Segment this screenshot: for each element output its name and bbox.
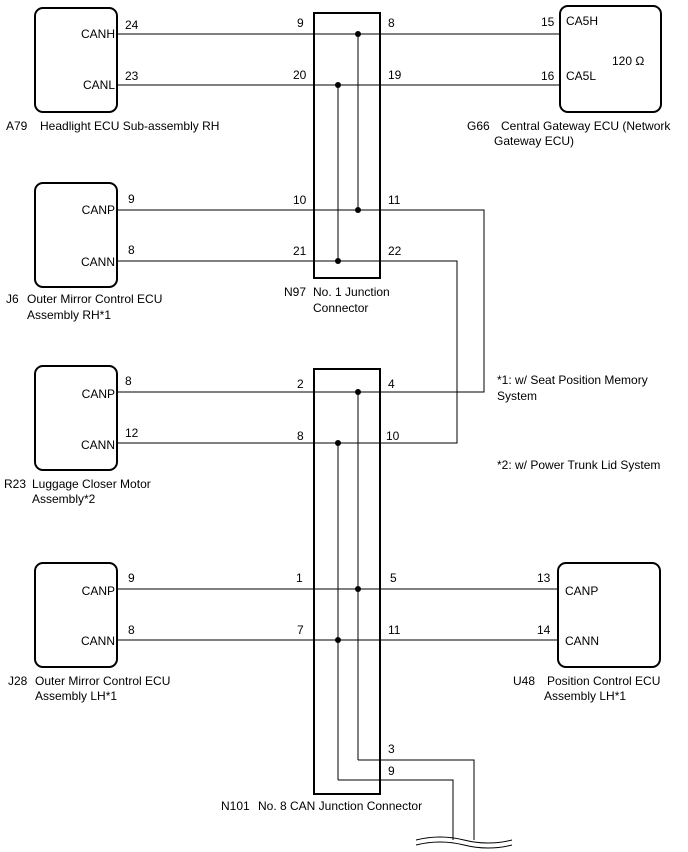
r23-ecu-box xyxy=(34,365,118,471)
g66-name-line1: Central Gateway ECU (Network xyxy=(501,119,671,133)
g66-pin-ca5h: 15 xyxy=(541,15,555,29)
g66-name-line2: Gateway ECU) xyxy=(494,134,574,148)
n101-pin-8: 8 xyxy=(297,429,304,443)
r23-id: R23 xyxy=(4,477,26,491)
j6-pin-cann: 8 xyxy=(128,243,135,257)
junction-dot xyxy=(335,82,341,88)
n101-pin-9: 9 xyxy=(388,764,395,778)
g66-id: G66 xyxy=(467,119,490,133)
a79-ecu-box xyxy=(34,7,118,113)
j28-id: J28 xyxy=(8,674,28,688)
a79-signal-canh: CANH xyxy=(81,27,115,41)
n97-name-line2: Connector xyxy=(313,301,368,315)
n101-name: No. 8 CAN Junction Connector xyxy=(258,799,422,813)
wire-n97-22-to-n101-10 xyxy=(380,260,458,444)
g66-resistor-value: 120 Ω xyxy=(612,54,644,68)
j28-name-line2: Assembly LH*1 xyxy=(35,689,117,703)
junction-dot xyxy=(335,440,341,446)
u48-signal-canp: CANP xyxy=(565,584,598,598)
n101-pin-1: 1 xyxy=(296,571,303,585)
j28-pin-canp: 9 xyxy=(128,571,135,585)
n97-pin-21: 21 xyxy=(293,244,307,258)
j28-signal-cann: CANN xyxy=(81,634,115,648)
r23-name-line1: Luggage Closer Motor xyxy=(32,477,151,491)
u48-name-line2: Assembly LH*1 xyxy=(544,689,626,703)
wires xyxy=(117,33,610,840)
j28-signal-canp: CANP xyxy=(82,584,115,598)
n101-pin-4: 4 xyxy=(388,377,395,391)
g66-signal-ca5l: CA5L xyxy=(566,69,596,83)
a79-pin-canh: 24 xyxy=(125,18,139,32)
junction-dot xyxy=(355,31,361,37)
n101-id: N101 xyxy=(221,799,250,813)
n101-connector-box xyxy=(313,368,381,795)
n97-id: N97 xyxy=(284,285,306,299)
r23-signal-canp: CANP xyxy=(82,387,115,401)
j28-pin-cann: 8 xyxy=(128,623,135,637)
j6-id: J6 xyxy=(6,292,19,306)
n97-connector-box xyxy=(313,12,381,279)
u48-id: U48 xyxy=(513,674,535,688)
u48-pin-cann: 14 xyxy=(537,623,551,637)
j6-signal-canp: CANP xyxy=(82,203,115,217)
n101-pin-5: 5 xyxy=(390,571,397,585)
n101-pin-10: 10 xyxy=(386,429,400,443)
r23-name-line2: Assembly*2 xyxy=(32,492,96,506)
n97-pin-11: 11 xyxy=(388,193,401,207)
n97-pin-19: 19 xyxy=(388,68,402,82)
junction-dot xyxy=(355,586,361,592)
n101-pin-11: 11 xyxy=(388,623,401,637)
n97-pin-9: 9 xyxy=(297,16,304,30)
a79-signal-canl: CANL xyxy=(83,78,115,92)
g66-ecu-box xyxy=(559,5,662,113)
note-2: *2: w/ Power Trunk Lid System xyxy=(497,458,660,472)
n101-pin-2: 2 xyxy=(297,377,304,391)
n97-pin-22: 22 xyxy=(388,244,402,258)
g66-pin-ca5l: 16 xyxy=(541,69,555,83)
u48-ecu-box xyxy=(557,562,661,668)
j6-name-line2: Assembly RH*1 xyxy=(27,308,111,322)
n101-pin-7: 7 xyxy=(297,623,304,637)
j6-ecu-box xyxy=(34,182,118,288)
note-1-line2: System xyxy=(497,389,537,403)
j28-ecu-box xyxy=(34,562,118,668)
wire-n97-11-to-n101-4 xyxy=(380,209,485,393)
a79-pin-canl: 23 xyxy=(125,69,139,83)
g66-signal-ca5h: CA5H xyxy=(566,14,598,28)
junction-dot xyxy=(335,258,341,264)
n97-name-line1: No. 1 Junction xyxy=(313,285,390,299)
u48-signal-cann: CANN xyxy=(565,634,599,648)
junction-dot xyxy=(355,389,361,395)
wire-break-symbol xyxy=(415,836,513,849)
r23-signal-cann: CANN xyxy=(81,438,115,452)
note-1-line1: *1: w/ Seat Position Memory xyxy=(497,373,648,387)
j6-signal-cann: CANN xyxy=(81,255,115,269)
n97-pin-8: 8 xyxy=(388,16,395,30)
n101-pin-3: 3 xyxy=(388,742,395,756)
r23-pin-canp: 8 xyxy=(125,374,132,388)
j6-name-line1: Outer Mirror Control ECU xyxy=(27,292,162,306)
j6-pin-canp: 9 xyxy=(128,192,135,206)
n97-pin-10: 10 xyxy=(293,193,307,207)
a79-id: A79 xyxy=(6,119,28,133)
junction-dot xyxy=(355,207,361,213)
junction-dot xyxy=(335,637,341,643)
j28-name-line1: Outer Mirror Control ECU xyxy=(35,674,170,688)
n97-pin-20: 20 xyxy=(293,68,307,82)
wire-n101-3-out xyxy=(358,759,475,840)
r23-pin-cann: 12 xyxy=(125,426,139,440)
u48-pin-canp: 13 xyxy=(537,571,551,585)
a79-name: Headlight ECU Sub-assembly RH xyxy=(40,119,219,133)
junction-dots xyxy=(335,31,361,643)
u48-name-line1: Position Control ECU xyxy=(547,674,660,688)
wire-n101-9-out xyxy=(338,779,454,840)
